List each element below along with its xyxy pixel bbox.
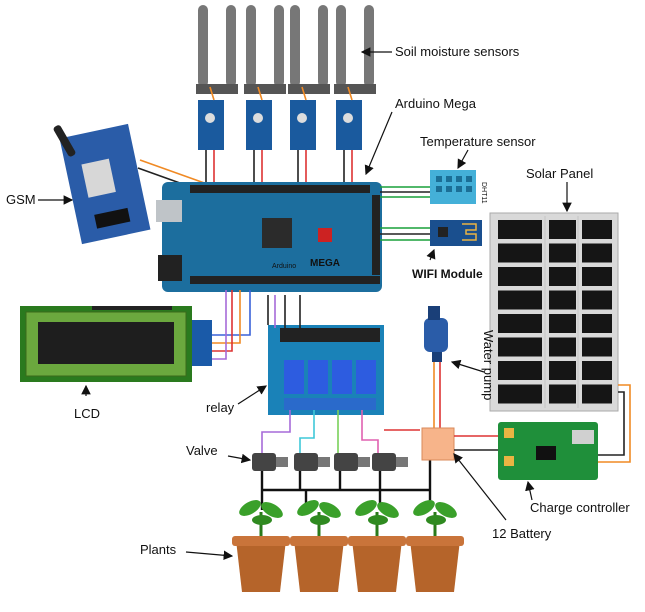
- valve-1: [252, 453, 288, 471]
- solar-panel: [489, 212, 619, 412]
- solar-cell: [582, 243, 612, 263]
- plant-2: [290, 500, 348, 592]
- plants: [232, 500, 464, 592]
- label-arrows: [38, 47, 572, 561]
- solar-cell: [498, 384, 542, 404]
- solar-cell: [549, 290, 576, 310]
- board-brand: MEGA: [310, 258, 340, 269]
- arrow-valve: [227, 453, 252, 464]
- solar-cell: [549, 384, 576, 404]
- label-lcd: LCD: [74, 406, 100, 421]
- label-arduino: Arduino Mega: [395, 96, 477, 111]
- solar-cell: [582, 290, 612, 310]
- solar-cell: [582, 361, 612, 380]
- lcd-display: [20, 306, 212, 382]
- relay-board: [268, 325, 384, 415]
- solar-cell: [498, 220, 542, 239]
- label-solar: Solar Panel: [526, 166, 593, 181]
- temperature-sensor: DHT11: [430, 170, 487, 204]
- solar-cell: [498, 337, 542, 357]
- arrow-wifi: [426, 248, 436, 261]
- gsm-module: [53, 123, 151, 245]
- board-subtitle: Arduino: [272, 263, 296, 270]
- wifi-module: [430, 220, 482, 246]
- soil-moisture-sensors: [196, 5, 376, 182]
- solar-cell: [549, 267, 576, 286]
- solar-cell: [582, 314, 612, 333]
- soil-sensor-1: [196, 5, 238, 150]
- arrow-battery: [453, 453, 507, 521]
- arrow-relay: [237, 385, 268, 405]
- valves: [252, 453, 408, 471]
- solar-cell: [498, 290, 542, 310]
- water-pump: [424, 306, 448, 362]
- battery: [421, 427, 455, 461]
- label-water-pump: Water pump: [481, 330, 496, 400]
- soil-sensor-2: [244, 5, 286, 150]
- arrow-arduino: [364, 111, 393, 176]
- dht-tag: DHT11: [480, 182, 487, 204]
- plant-4: [406, 500, 464, 592]
- solar-cell: [582, 337, 612, 357]
- label-soil-sensors: Soil moisture sensors: [395, 44, 520, 59]
- solar-cell: [549, 337, 576, 357]
- label-gsm: GSM: [6, 192, 36, 207]
- label-valve: Valve: [186, 443, 218, 458]
- soil-sensor-4: [334, 5, 376, 150]
- valve-2: [294, 453, 330, 471]
- solar-cell: [498, 361, 542, 380]
- valve-3: [334, 453, 370, 471]
- label-plants: Plants: [140, 542, 177, 557]
- plant-1: [232, 500, 290, 592]
- arrow-pump: [450, 359, 485, 373]
- label-temperature: Temperature sensor: [420, 134, 536, 149]
- solar-cell: [582, 267, 612, 286]
- label-relay: relay: [206, 400, 235, 415]
- solar-cell: [582, 384, 612, 404]
- label-battery: 12 Battery: [492, 526, 552, 541]
- solar-cell: [549, 361, 576, 380]
- charge-controller: [498, 422, 598, 480]
- solar-cell: [549, 243, 576, 263]
- arrow-plants: [185, 550, 234, 561]
- solar-cell: [549, 314, 576, 333]
- soil-sensor-3: [288, 5, 330, 150]
- arrow-temperature: [457, 149, 469, 170]
- label-wifi: WIFI Module: [412, 267, 483, 281]
- solar-cell: [582, 220, 612, 239]
- valve-4: [372, 453, 408, 471]
- solar-cell: [549, 220, 576, 239]
- solar-cell: [498, 314, 542, 333]
- plant-3: [348, 500, 406, 592]
- solar-cell: [498, 243, 542, 263]
- label-charge-controller: Charge controller: [530, 500, 630, 515]
- arduino-mega-board: Arduino MEGA: [156, 182, 382, 292]
- solar-cell: [498, 267, 542, 286]
- arrow-charge: [525, 480, 535, 501]
